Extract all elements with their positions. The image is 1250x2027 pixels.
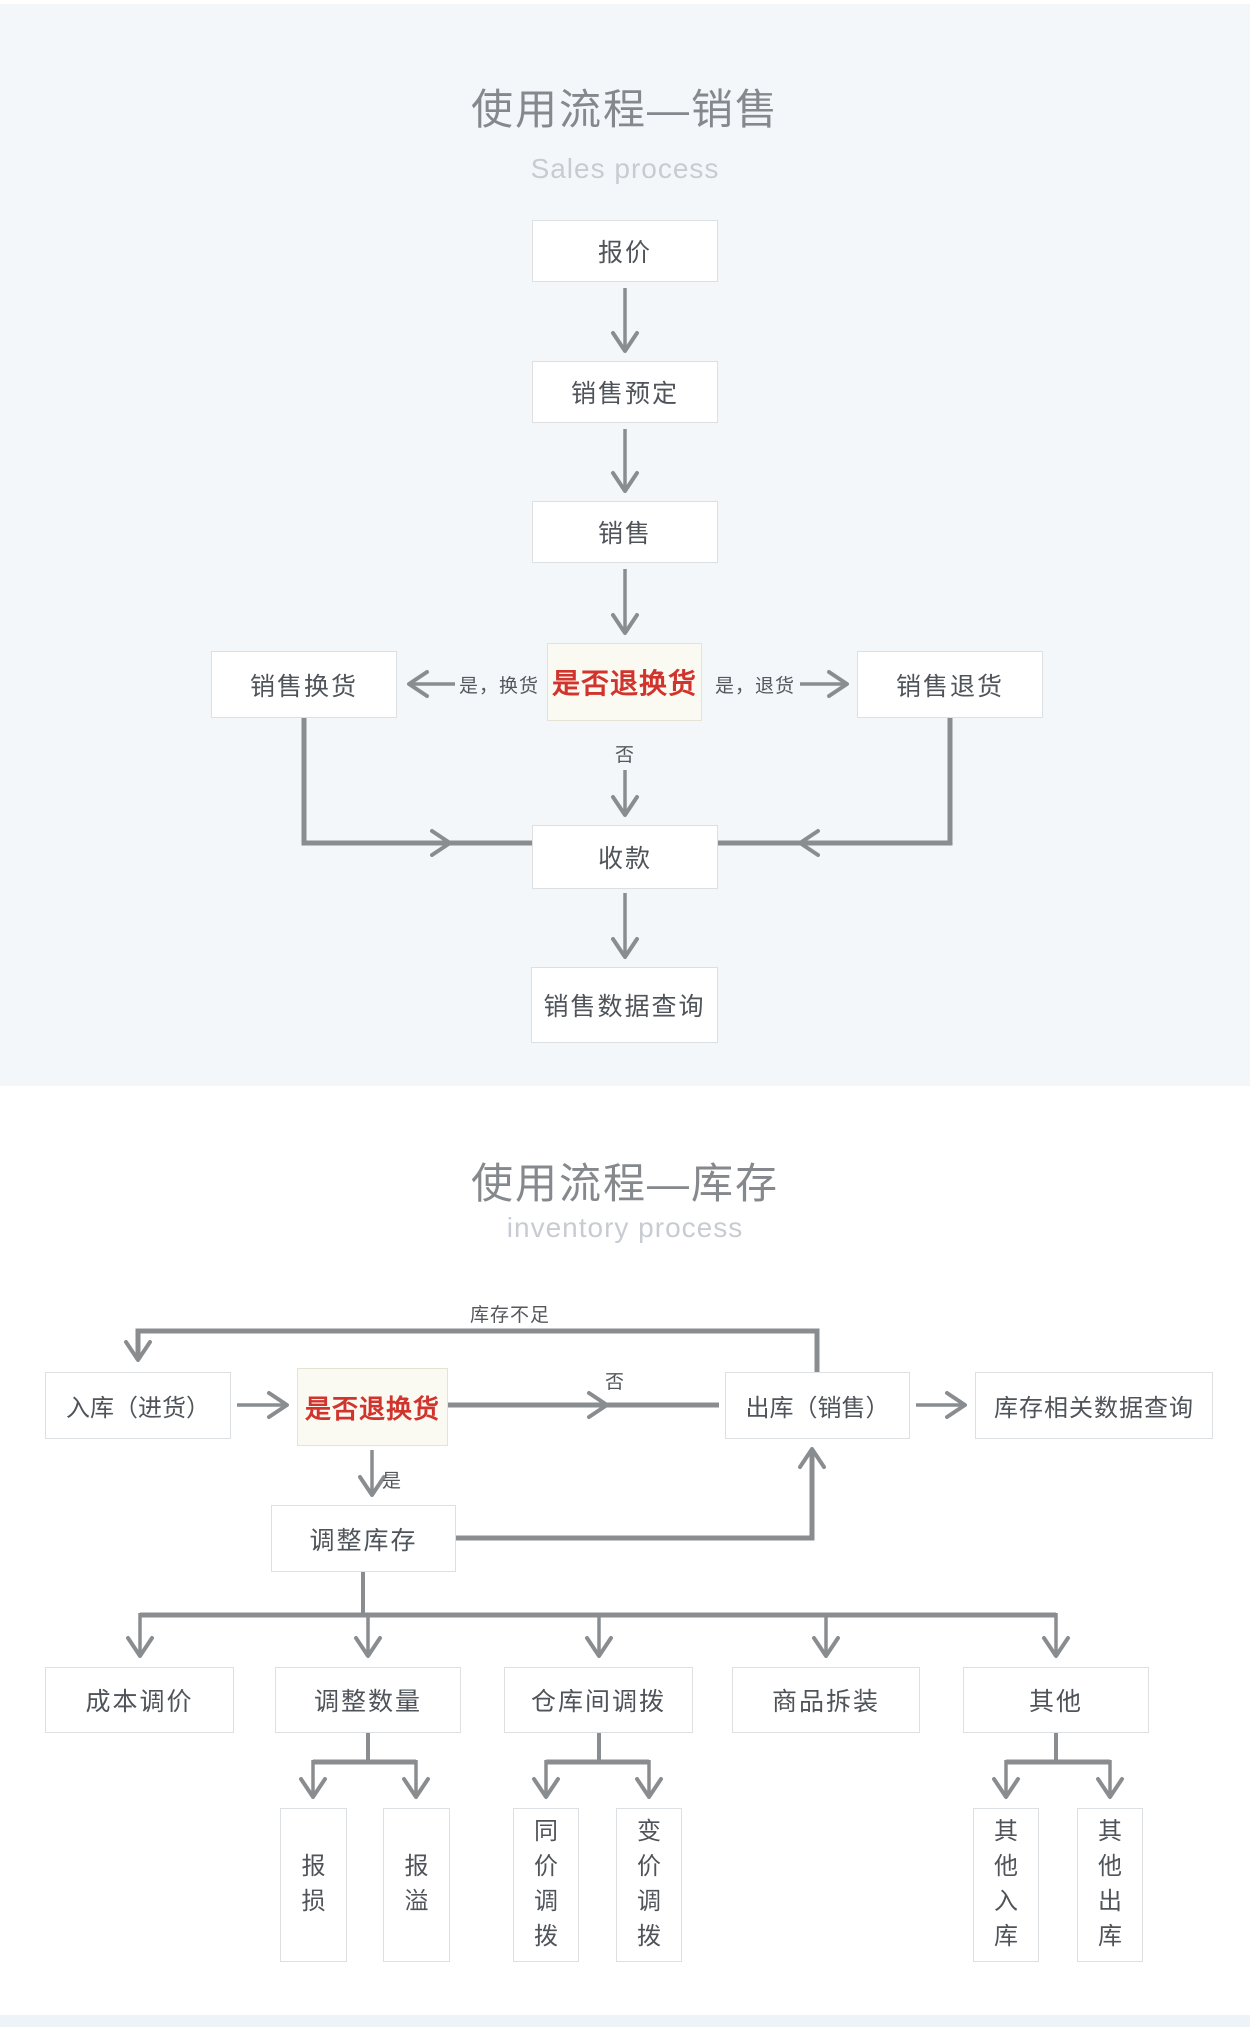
edge-label-no-inventory: 否 [604,1372,625,1393]
node-report-overflow-label: 报溢 [404,1853,429,1915]
node-sale-label: 销售 [597,520,652,548]
node-cost-adjust-label: 成本调价 [85,1688,194,1716]
node-report-loss-label: 报损 [301,1853,326,1915]
node-stock-out-label: 出库（销售） [745,1395,890,1422]
node-other-stock-out: 其他出库 [1077,1808,1143,1962]
node-sales-return: 销售退货 [857,651,1043,718]
edge-label-yes-return: 是，退货 [714,676,795,697]
inventory-title: 使用流程—库存 [470,1160,779,1207]
node-other-label: 其他 [1028,1688,1083,1716]
node-sales-exchange: 销售换货 [211,651,397,718]
node-sales-reserve-label: 销售预定 [570,380,679,408]
node-quote-label: 报价 [597,239,652,267]
node-collect-payment-label: 收款 [597,845,652,873]
node-adjust-inventory-label: 调整库存 [309,1526,418,1555]
node-quantity-adjust-label: 调整数量 [313,1688,422,1716]
node-report-overflow: 报溢 [383,1808,450,1962]
node-sales-return-decision-label: 是否退换货 [551,668,697,699]
node-inventory-return-decision: 是否退换货 [297,1368,448,1446]
node-stock-out: 出库（销售） [725,1372,910,1439]
node-change-price-transfer-label: 变价调拨 [637,1818,661,1950]
node-sales-data-query-label: 销售数据查询 [543,993,706,1021]
node-change-price-transfer: 变价调拨 [616,1808,682,1962]
node-sale: 销售 [532,501,718,563]
bottom-strip [0,2015,1250,2027]
node-inventory-data-query: 库存相关数据查询 [975,1372,1213,1439]
node-same-price-transfer: 同价调拨 [513,1808,579,1962]
node-adjust-inventory: 调整库存 [271,1505,456,1572]
node-warehouse-transfer-label: 仓库间调拨 [530,1688,666,1716]
node-collect-payment: 收款 [532,825,718,889]
node-sales-return-decision: 是否退换货 [547,643,702,721]
edge-label-yes-inventory: 是 [382,1471,403,1492]
node-sales-reserve: 销售预定 [532,361,718,423]
sales-subtitle: Sales process [530,153,720,184]
node-other-stock-in: 其他入库 [973,1808,1039,1962]
node-stock-in: 入库（进货） [45,1372,231,1439]
node-report-loss: 报损 [280,1808,347,1962]
edge-label-yes-exchange: 是，换货 [458,676,539,697]
node-other-stock-in-label: 其他入库 [994,1818,1018,1950]
edge-label-insufficient-stock: 库存不足 [469,1305,550,1326]
node-sales-data-query: 销售数据查询 [531,967,718,1043]
node-quote: 报价 [532,220,718,282]
node-product-assemble: 商品拆装 [732,1667,920,1733]
node-quantity-adjust: 调整数量 [275,1667,461,1733]
node-product-assemble-label: 商品拆装 [771,1688,880,1716]
inventory-subtitle: inventory process [506,1212,744,1243]
node-sales-return-label: 销售退货 [895,672,1004,701]
sales-title: 使用流程—销售 [470,86,779,133]
node-inventory-data-query-label: 库存相关数据查询 [994,1395,1194,1422]
edge-label-no-sales: 否 [614,745,635,766]
node-inventory-return-decision-label: 是否退换货 [304,1393,440,1424]
node-other: 其他 [963,1667,1149,1733]
node-other-stock-out-label: 其他出库 [1098,1818,1122,1950]
node-stock-in-label: 入库（进货） [66,1395,210,1422]
node-warehouse-transfer: 仓库间调拨 [504,1667,693,1733]
node-cost-adjust: 成本调价 [45,1667,234,1733]
node-sales-exchange-label: 销售换货 [249,672,358,701]
node-same-price-transfer-label: 同价调拨 [534,1818,558,1950]
